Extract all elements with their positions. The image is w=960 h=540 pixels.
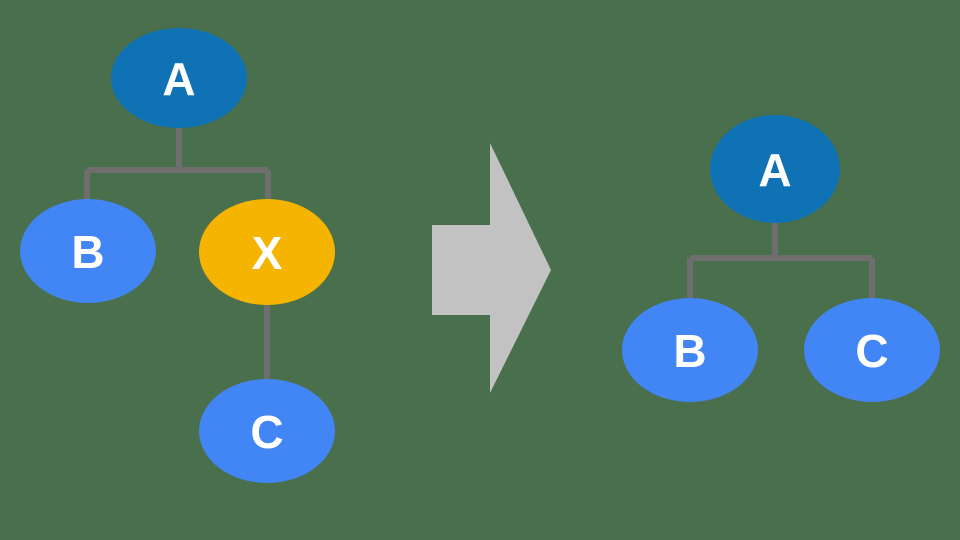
- after-tree-edges: [687, 223, 875, 299]
- node-shape-a[interactable]: [111, 28, 247, 128]
- node-shape-c[interactable]: [199, 379, 335, 483]
- tree-edge-a-b: [687, 223, 872, 299]
- tree-node-x[interactable]: X: [199, 199, 335, 305]
- tree-edge-a-b: [84, 128, 268, 201]
- node-shape-a[interactable]: [710, 115, 840, 223]
- node-shape-b[interactable]: [20, 199, 156, 303]
- tree-node-b[interactable]: B: [622, 298, 758, 402]
- tree-node-c[interactable]: C: [804, 298, 940, 402]
- node-shape-c[interactable]: [804, 298, 940, 402]
- transform-arrow-icon: [432, 143, 551, 393]
- node-shape-x[interactable]: [199, 199, 335, 305]
- tree-node-b[interactable]: B: [20, 199, 156, 303]
- tree-node-a[interactable]: A: [111, 28, 247, 128]
- node-shape-b[interactable]: [622, 298, 758, 402]
- tree-node-c[interactable]: C: [199, 379, 335, 483]
- tree-node-a[interactable]: A: [710, 115, 840, 223]
- before-tree-edges: [84, 128, 271, 381]
